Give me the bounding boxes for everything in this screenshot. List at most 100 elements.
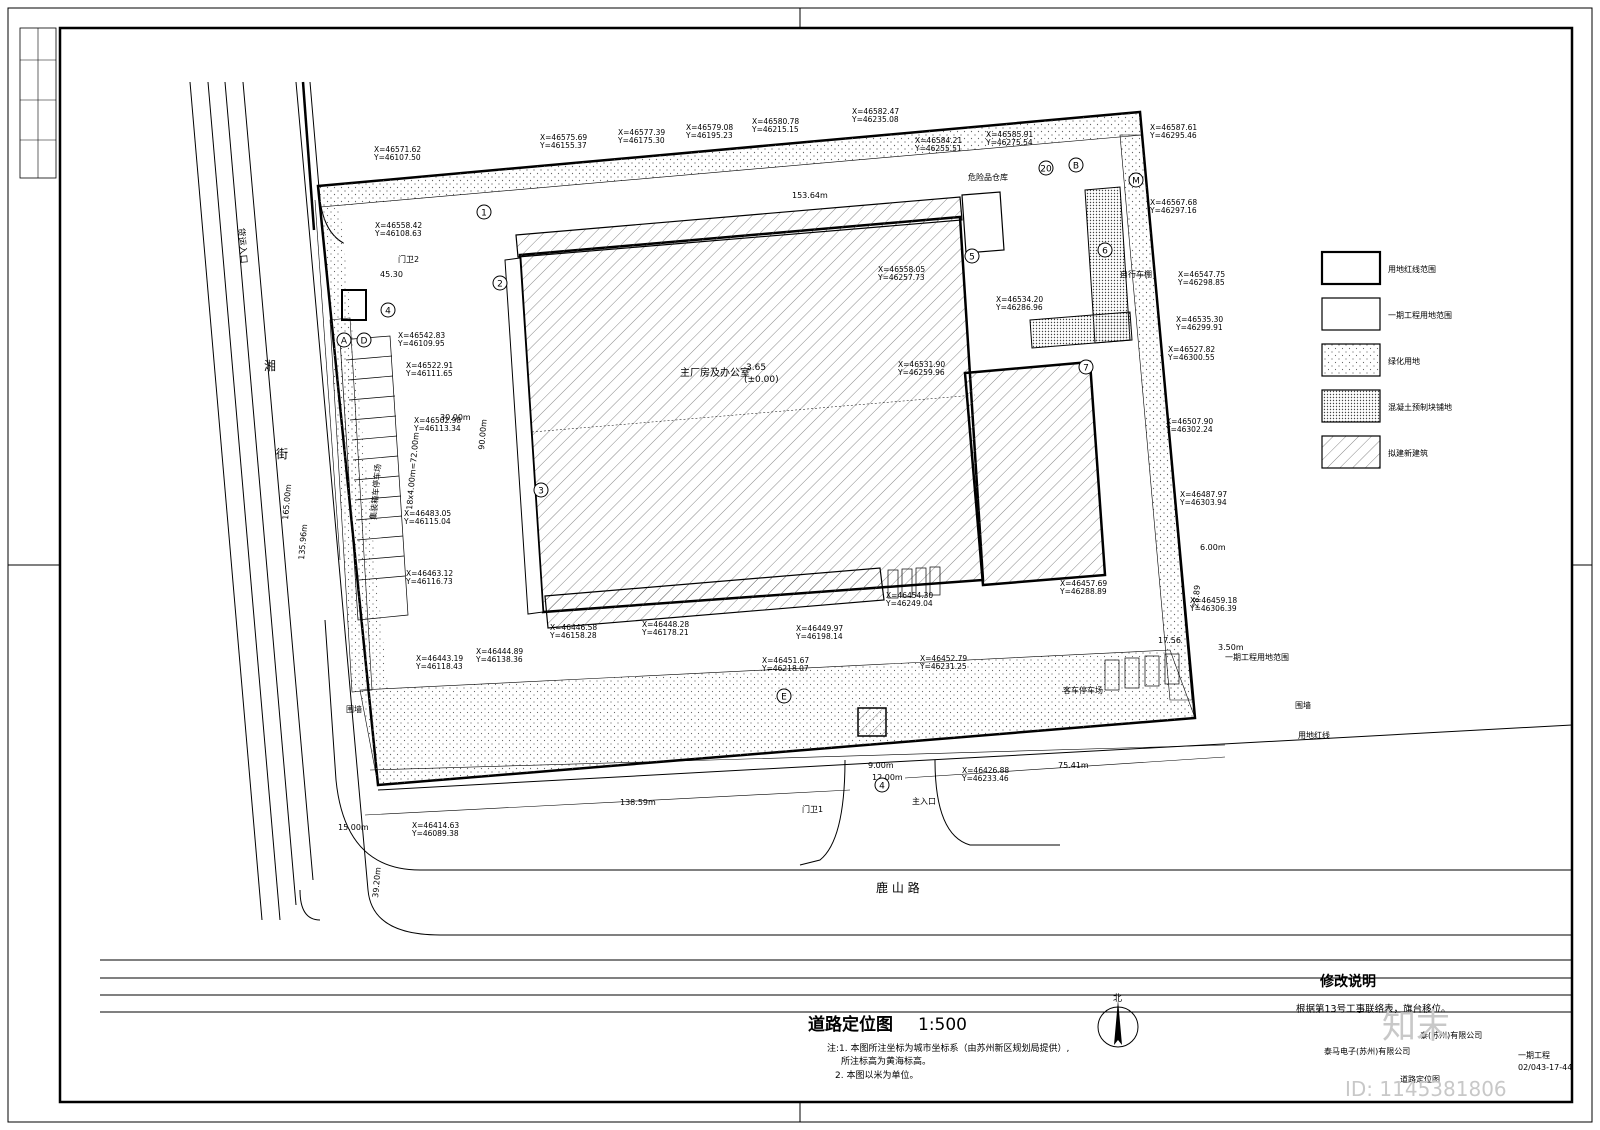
- coord-label: Y=46231.25: [919, 662, 967, 671]
- axis-label: 3: [538, 487, 544, 497]
- company-2: 泰马电子(苏州)有限公司: [1324, 1046, 1410, 1056]
- building-strip-south: [544, 567, 885, 629]
- coord-label: Y=46257.73: [877, 273, 925, 282]
- coord-label: Y=46275.54: [985, 138, 1033, 147]
- coord-label: X=46457.69: [1060, 579, 1107, 588]
- coord-label: X=46534.20: [996, 295, 1043, 304]
- coord-label: Y=46178.21: [641, 628, 689, 637]
- coord-label: Y=46299.91: [1175, 323, 1223, 332]
- axis-circle: [476, 204, 492, 220]
- drawing-scale: 1:500: [918, 1015, 967, 1035]
- coord-label: X=46452.79: [920, 654, 967, 663]
- axis-label: B: [1073, 162, 1079, 172]
- road-west-char2: 街: [276, 447, 288, 461]
- coord-label: X=46527.82: [1168, 345, 1215, 354]
- axis-label: A: [341, 337, 348, 347]
- north-arrow: 北: [1097, 993, 1139, 1048]
- title-block: 泰(苏州)有限公司 泰马电子(苏州)有限公司 一期工程 02/043-17-44…: [1324, 1030, 1572, 1084]
- building-annex: [963, 360, 1107, 587]
- coord-label: X=46558.05: [878, 265, 925, 274]
- coord-label: Y=46295.46: [1149, 131, 1197, 140]
- axis-circle: [874, 777, 890, 793]
- legend-label: 混凝土预制块铺地: [1388, 402, 1452, 412]
- coord-label: X=46502.98: [414, 416, 461, 425]
- axis-circle: [356, 332, 372, 348]
- coord-label: Y=46259.96: [897, 368, 945, 377]
- coord-label: Y=46249.04: [885, 599, 933, 608]
- drawing-no: 02/043-17-44: [1518, 1063, 1572, 1072]
- passenger-parking-label: 客车停车场: [1063, 685, 1103, 695]
- title-area: 道路定位图 1:500 注:1. 本图所注坐标为城市坐标系（由苏州新区规划局提供…: [808, 1014, 1069, 1081]
- main-entrance-label: 主入口: [912, 796, 936, 806]
- road-west-char1: 湘: [264, 358, 276, 373]
- coord-label: Y=46118.43: [415, 662, 463, 671]
- coord-label: Y=46303.94: [1179, 498, 1227, 507]
- axis-label: 20: [1040, 165, 1052, 175]
- legend-label: 一期工程用地范围: [1388, 310, 1452, 320]
- coord-label: Y=46288.89: [1059, 587, 1107, 596]
- coord-label: X=46463.12: [406, 569, 453, 578]
- coord-label: X=46454.30: [886, 591, 933, 600]
- dim-165: 165.00m: [281, 484, 293, 521]
- axis-circle: [533, 482, 549, 498]
- axis-circle: [336, 332, 352, 348]
- axis-label: 4: [385, 307, 391, 317]
- dim-600: 6.00m: [1200, 543, 1226, 552]
- coord-label: X=46483.05: [404, 509, 451, 518]
- coord-label: X=46487.97: [1180, 490, 1227, 499]
- building-strip-north: [515, 196, 963, 258]
- coord-label: X=46531.90: [898, 360, 945, 369]
- west-parking: [339, 335, 409, 621]
- coord-label: X=46507.90: [1166, 417, 1213, 426]
- coord-label: X=46448.28: [642, 620, 689, 629]
- dim-1756: 17.56: [1158, 636, 1181, 645]
- coord-label: X=46414.63: [412, 821, 459, 830]
- axis-circle: [1078, 359, 1094, 375]
- coordinate-labels: X=46571.62Y=46107.50X=46575.69Y=46155.37…: [373, 107, 1237, 838]
- coord-label: X=46547.75: [1178, 270, 1225, 279]
- watermark-id: ID: 1145381806: [1345, 1077, 1507, 1101]
- bike-shed-label: 自行车棚: [1120, 269, 1152, 279]
- coord-label: X=46577.39: [618, 128, 665, 137]
- coord-label: Y=46300.55: [1167, 353, 1215, 362]
- watermark-logo: 知末: [1382, 1007, 1450, 1047]
- coord-label: X=46585.91: [986, 130, 1033, 139]
- coord-label: X=46451.67: [762, 656, 809, 665]
- coord-label: X=46584.21: [915, 136, 962, 145]
- coord-label: Y=46109.95: [397, 339, 445, 348]
- axis-circle: [776, 688, 792, 704]
- legend-swatch: [1321, 297, 1381, 331]
- coord-label: X=46542.83: [398, 331, 445, 340]
- axis-label: 5: [969, 253, 975, 263]
- coord-label: Y=46116.73: [405, 577, 453, 586]
- gate1-label: 门卫1: [802, 804, 823, 814]
- north-label: 北: [1113, 993, 1122, 1004]
- axis-circle: [1068, 157, 1084, 173]
- dim-39: 39.20m: [371, 867, 383, 899]
- coord-label: Y=46198.14: [795, 632, 843, 641]
- coord-label: X=46459.18: [1190, 596, 1237, 605]
- coord-label: Y=46298.85: [1177, 278, 1225, 287]
- coord-label: X=46444.89: [476, 647, 523, 656]
- coord-label: X=46571.62: [374, 145, 421, 154]
- coord-label: X=46587.61: [1150, 123, 1197, 132]
- coord-label: X=46580.78: [752, 117, 799, 126]
- legend-label: 绿化用地: [1388, 356, 1420, 366]
- legend-swatch: [1321, 389, 1381, 423]
- gate2-box: [341, 289, 367, 321]
- coord-label: Y=46175.30: [617, 136, 665, 145]
- dim-30: 30.00m: [440, 413, 471, 422]
- coord-label: X=46426.88: [962, 766, 1009, 775]
- gate1-box: [857, 707, 887, 737]
- axis-circle: [964, 248, 980, 264]
- hazard-store-label: 危险品仓库: [968, 172, 1008, 182]
- coord-label: Y=46286.96: [995, 303, 1043, 312]
- drawing-name: 道路定位图: [1400, 1074, 1440, 1084]
- revision-heading: 修改说明: [1319, 973, 1376, 990]
- company-1: 泰(苏州)有限公司: [1420, 1030, 1482, 1040]
- axis-circle: [380, 302, 396, 318]
- axis-circle: [1128, 172, 1144, 188]
- coord-label: X=46582.47: [852, 107, 899, 116]
- axis-circle: [1038, 160, 1054, 176]
